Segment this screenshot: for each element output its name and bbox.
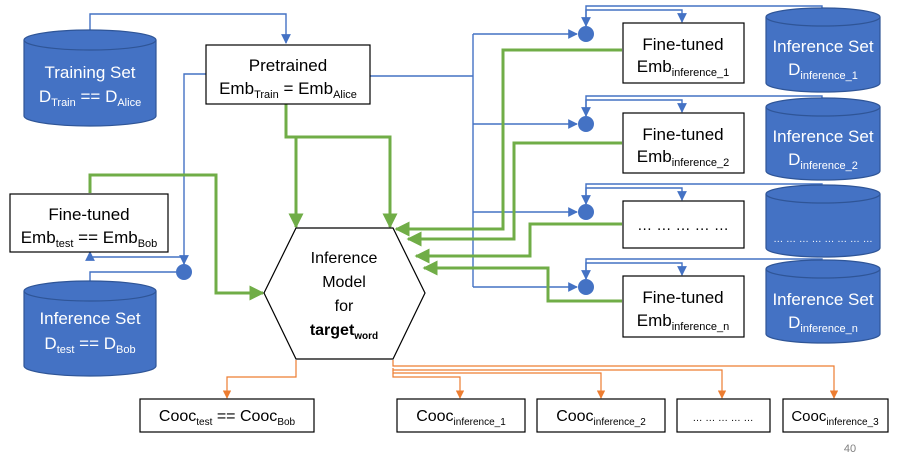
finetuned-2-formula: Embinference_2 (637, 147, 729, 169)
green-connectors (88, 48, 622, 303)
loop-row-4b (585, 262, 687, 279)
edge-model-to-cooc-dots (392, 368, 727, 399)
finetuned-4-formula: Embinference_n (637, 311, 729, 333)
edge-pretrained-to-model-1 (284, 104, 304, 229)
merge-node-test (176, 264, 192, 280)
inference-set-3-ellipsis: … … … … … … … … (773, 234, 872, 245)
inference-set-db-2: Inference Set Dinference_2 (765, 97, 881, 181)
model-line-3: for (335, 298, 354, 315)
finetuned-3-ellipsis: … … … … … (637, 217, 729, 234)
edge-model-to-cooc-1 (392, 373, 465, 399)
inference-set-2-title: Inference Set (772, 127, 873, 146)
training-set-title: Training Set (44, 63, 135, 82)
merge-node-row-3 (578, 204, 594, 220)
edge-node-to-finetuned-test (85, 251, 185, 272)
cooc-box-3: … … … … … (676, 398, 771, 433)
finetuned-test-box: Fine-tuned Embtest == EmbBob (9, 193, 169, 253)
model-line-2: Model (322, 274, 366, 291)
inference-set-db-1: Inference Set Dinference_1 (765, 7, 881, 93)
edge-ft1-to-model (394, 48, 622, 237)
cooc-box-2: Coocinference_2 (536, 398, 666, 433)
model-line-1: Inference (311, 250, 378, 267)
inference-model-hexagon: Inference Model for targetword (263, 227, 426, 360)
inference-set-1-formula: Dinference_1 (788, 60, 858, 82)
orange-connectors (222, 360, 839, 399)
finetuned-box-1: Fine-tuned Embinference_1 (622, 22, 745, 84)
finetuned-test-title: Fine-tuned (48, 205, 129, 224)
inference-test-set-formula: Dtest == DBob (44, 334, 135, 356)
cooc-2-formula: Coocinference_2 (556, 408, 646, 428)
finetuned-box-2: Fine-tuned Embinference_2 (622, 112, 745, 174)
cooc-box-test: Cooctest == CoocBob (139, 398, 315, 433)
edge-ftn-to-model (422, 260, 622, 303)
inference-set-db-3: … … … … … … … … (765, 184, 881, 258)
training-set-formula: DTrain == DAlice (39, 87, 141, 109)
cooc-test-formula: Cooctest == CoocBob (159, 408, 296, 428)
inference-test-set-db: Inference Set Dtest == DBob (23, 280, 157, 377)
edge-model-to-cooc-2 (392, 370, 606, 399)
cooc-1-formula: Coocinference_1 (416, 408, 506, 428)
cooc-4-formula: Coocinference_3 (791, 408, 879, 428)
cooc-3-ellipsis: … … … … … (692, 413, 753, 424)
merge-node-row-4 (578, 279, 594, 295)
merge-nodes (176, 26, 594, 295)
inference-set-2-formula: Dinference_2 (788, 150, 858, 172)
merge-node-row-2 (578, 116, 594, 132)
edge-pretrained-to-test-node (179, 73, 206, 265)
edge-ft3-to-model (414, 222, 622, 264)
edge-ft2-to-model (406, 141, 622, 247)
finetuned-1-title: Fine-tuned (642, 35, 723, 54)
edge-model-to-cooc-test (222, 360, 297, 399)
edge-training-to-pretrained (89, 13, 291, 44)
training-set-db: Training Set DTrain == DAlice (23, 29, 157, 127)
finetuned-test-formula: Embtest == EmbBob (21, 228, 158, 250)
inference-set-db-4: Inference Set Dinference_n (765, 259, 881, 344)
edge-pretrained-to-model-2 (286, 135, 398, 229)
finetuned-1-formula: Embinference_1 (637, 57, 729, 79)
pretrained-box: Pretrained EmbTrain = EmbAlice (205, 44, 371, 105)
inference-set-4-title: Inference Set (772, 290, 873, 309)
edge-finetuned-test-to-model (88, 173, 265, 301)
finetuned-box-4: Fine-tuned Embinference_n (622, 275, 745, 338)
loop-row-1b (585, 9, 687, 26)
cooc-box-4: Coocinference_3 (782, 398, 889, 433)
merge-node-row-1 (578, 26, 594, 42)
model-target: targetword (310, 322, 378, 342)
pretrained-title: Pretrained (249, 56, 327, 75)
loop-row-3b (585, 187, 687, 204)
edge-model-to-cooc-3 (392, 360, 839, 399)
finetuned-4-title: Fine-tuned (642, 288, 723, 307)
finetuned-box-3: … … … … … (622, 200, 745, 249)
page-number: 40 (844, 443, 856, 455)
loop-row-2b (585, 99, 687, 116)
inference-set-4-formula: Dinference_n (788, 313, 858, 335)
pretrained-formula: EmbTrain = EmbAlice (219, 79, 357, 101)
inference-test-set-title: Inference Set (39, 309, 140, 328)
cooc-box-1: Coocinference_1 (396, 398, 526, 433)
inference-set-1-title: Inference Set (772, 37, 873, 56)
finetuned-2-title: Fine-tuned (642, 125, 723, 144)
